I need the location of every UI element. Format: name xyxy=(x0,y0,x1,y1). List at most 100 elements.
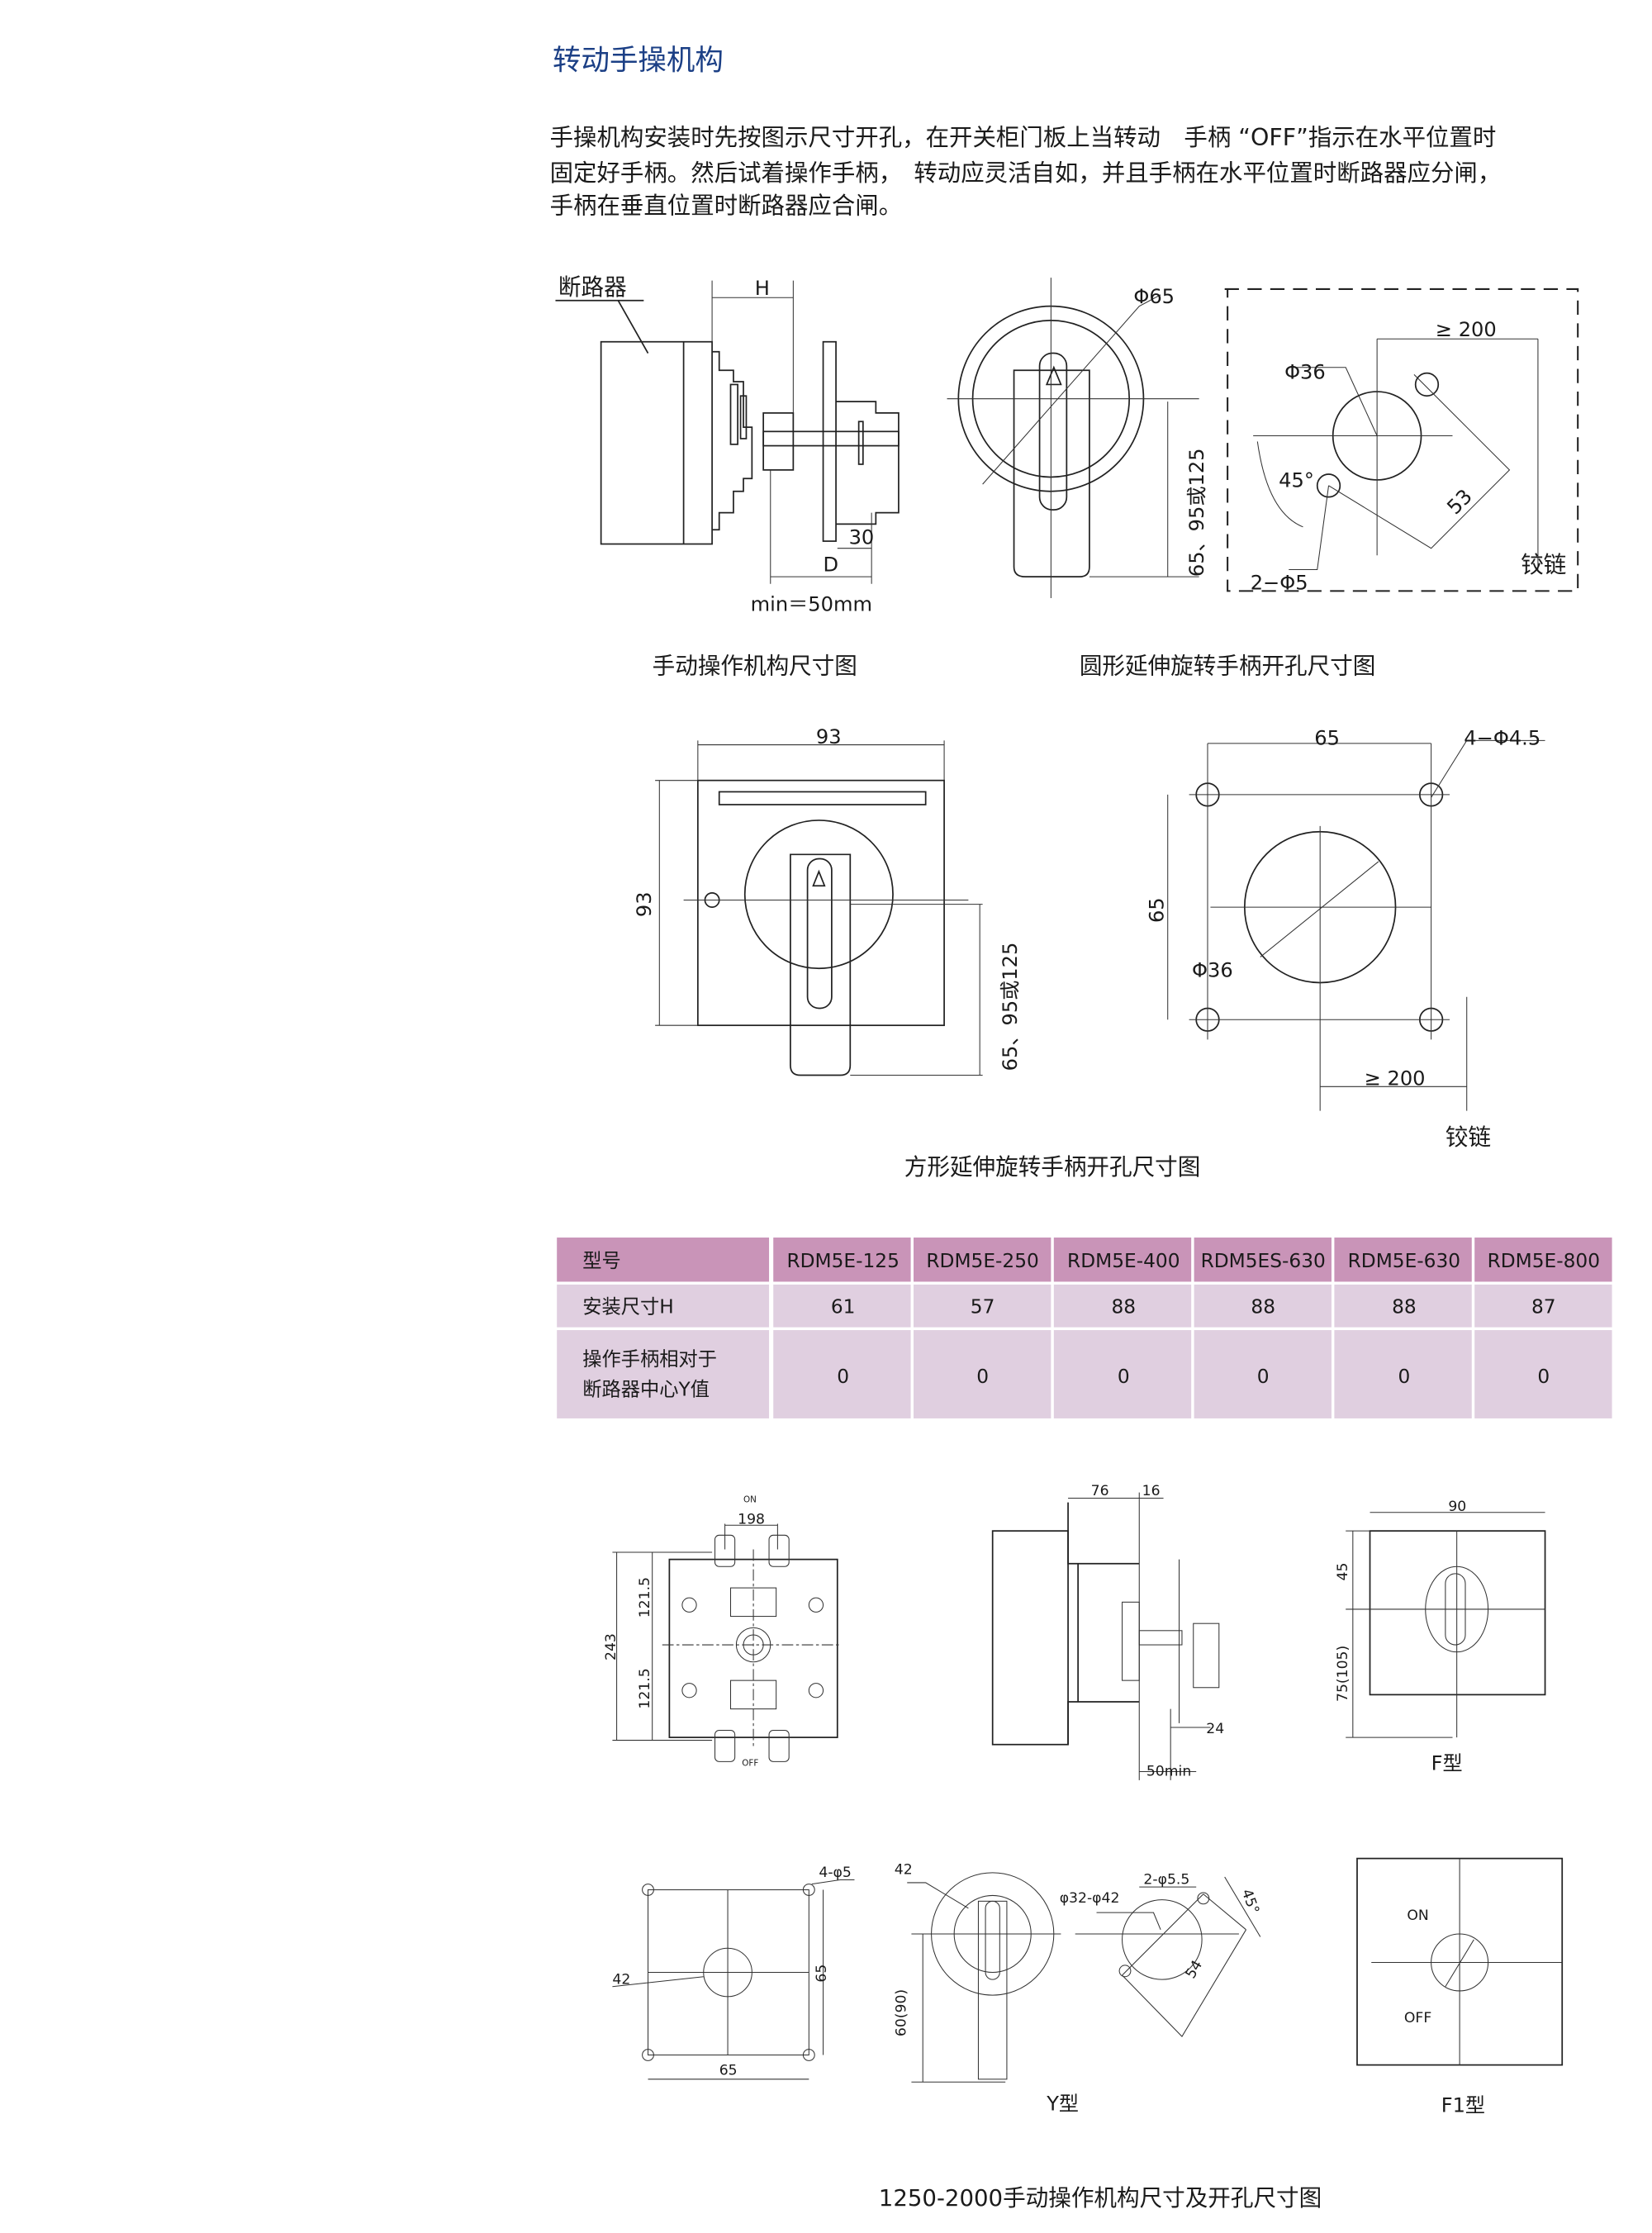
table-cell-bg xyxy=(1474,1284,1612,1328)
hinge-label-2: 铰链 xyxy=(1446,1124,1491,1151)
table-cell-bg xyxy=(773,1330,911,1418)
table-header-model: 型号 xyxy=(582,1250,621,1272)
dim-93-height: 93 xyxy=(633,891,656,917)
manual-mechanism-drawing: 断路器 H D 30 min＝50mm 手动操作机构尺寸图 xyxy=(555,273,900,679)
dim-50min: 50min xyxy=(1146,1764,1191,1780)
dim-53: 53 xyxy=(1442,485,1477,520)
table-cell-bg xyxy=(1053,1330,1192,1418)
f1-type-label: F1型 xyxy=(1441,2093,1485,2117)
y-type-label: Y型 xyxy=(1046,2093,1079,2116)
table-cell-bg xyxy=(914,1238,1051,1282)
page-title: 转动手操机构 xyxy=(553,44,724,77)
dim-2-phi5-5: 2-φ5.5 xyxy=(1143,1872,1189,1889)
dim-42-cutout: 42 xyxy=(612,1971,630,1988)
table-cell-bg xyxy=(1194,1330,1332,1418)
dim-d: D xyxy=(824,553,839,576)
row-label-h: 安装尺寸H xyxy=(582,1295,674,1318)
round-handle-drawing: Φ65 65、95或125 ≥ 200 Φ36 45° 53 2−Φ5 铰链 圆… xyxy=(947,278,1579,679)
dim-phi36: Φ36 xyxy=(1284,361,1326,384)
f1-off-label: OFF xyxy=(1404,2010,1431,2026)
hinge-label: 铰链 xyxy=(1521,551,1566,578)
breaker-label: 断路器 xyxy=(558,273,627,301)
table-cell-bg xyxy=(1194,1284,1332,1328)
dim-handle-length: 65、95或125 xyxy=(1185,448,1208,577)
dim-16: 16 xyxy=(1142,1483,1161,1499)
table-cell-bg xyxy=(1194,1238,1332,1282)
large-breaker-side-drawing: 76 16 24 50min xyxy=(991,1483,1224,1780)
front-on: ON xyxy=(743,1495,757,1505)
table-header-cell: RDM5E-125 xyxy=(786,1250,899,1272)
paragraph-line-3: 手柄在垂直位置时断路器应合闸。 xyxy=(550,192,903,220)
table-cell-bg xyxy=(1334,1238,1472,1282)
table-cell-bg xyxy=(1474,1238,1612,1282)
dim-4-phi5: 4-φ5 xyxy=(819,1865,851,1881)
table-cell-h: 88 xyxy=(1392,1295,1417,1318)
dim-phi65: Φ65 xyxy=(1133,285,1175,308)
dim-24: 24 xyxy=(1206,1721,1224,1737)
table-cell-h: 61 xyxy=(831,1295,856,1318)
dim-243: 243 xyxy=(603,1633,620,1660)
table-cell-h: 57 xyxy=(971,1295,995,1318)
table-cell-bg xyxy=(914,1284,1051,1328)
dim-45: 45° xyxy=(1279,469,1314,492)
table-header-cell: RDM5ES-630 xyxy=(1201,1250,1326,1272)
dim-198: 198 xyxy=(738,1512,765,1528)
table-cell-y: 0 xyxy=(1398,1366,1410,1388)
large-breaker-front-drawing: ON 198 243 121.5 121.5 OFF xyxy=(603,1495,841,1769)
dim-76: 76 xyxy=(1091,1483,1109,1499)
spec-table: 型号 安装尺寸H 操作手柄相对于 断路器中心Y值 RDM5E-125 RDM5E… xyxy=(557,1238,1612,1418)
figure1-caption: 手动操作机构尺寸图 xyxy=(653,652,857,679)
front-off: OFF xyxy=(742,1759,758,1769)
cut-dim-65-height: 65 xyxy=(1146,897,1169,923)
figure4-caption: 1250-2000手动操作机构尺寸及开孔尺寸图 xyxy=(879,2184,1322,2212)
table-cell-h: 88 xyxy=(1251,1295,1275,1318)
min-50mm-label: min＝50mm xyxy=(751,593,872,616)
table-cell-bg xyxy=(773,1238,911,1282)
figure3-caption: 方形延伸旋转手柄开孔尺寸图 xyxy=(904,1153,1201,1181)
figure2-caption: 圆形延伸旋转手柄开孔尺寸图 xyxy=(1080,652,1376,679)
table-cell-h: 87 xyxy=(1531,1295,1556,1318)
paragraph-line-2: 固定好手柄。然后试着操作手柄， 转动应灵活自如，并且手柄在水平位置时断路器应分闸… xyxy=(550,159,1502,187)
dim-60-90: 60(90) xyxy=(894,1989,910,2036)
square-handle-drawing: 93 93 65、95或125 65 4−Φ4.5 65 Φ36 ≥ 200 铰… xyxy=(633,725,1545,1181)
table-header-cell: RDM5E-250 xyxy=(926,1250,1038,1272)
dim-45-f: 45 xyxy=(1335,1563,1351,1581)
f-type-label: F型 xyxy=(1431,1752,1463,1775)
table-cell-bg xyxy=(773,1284,911,1328)
dim-2-phi5: 2−Φ5 xyxy=(1251,572,1308,595)
cut-dim-phi36: Φ36 xyxy=(1192,959,1233,982)
dim-phi32-42: φ32-φ42 xyxy=(1060,1890,1120,1907)
dim-200: ≥ 200 xyxy=(1436,318,1497,341)
table-header-cell: RDM5E-800 xyxy=(1488,1250,1600,1272)
table-cell-y: 0 xyxy=(1257,1366,1270,1388)
table-cell-bg xyxy=(1474,1330,1612,1418)
table-cell-bg xyxy=(1053,1284,1192,1328)
f1-on-label: ON xyxy=(1407,1908,1428,1924)
table-cell-bg xyxy=(1334,1284,1472,1328)
paragraph-line-1: 手操机构安装时先按图示尺寸开孔，在开关柜门板上当转动 手柄 “OFF”指示在水平… xyxy=(550,124,1497,151)
cut-dim-65-width: 65 xyxy=(1314,727,1340,750)
dim-54: 54 xyxy=(1183,1958,1206,1982)
dim-42-y: 42 xyxy=(895,1862,913,1879)
table-cell-y: 0 xyxy=(1537,1366,1550,1388)
dim-65-cutout-h: 65 xyxy=(719,2063,738,2079)
cutout-drawing: 4-φ5 42 65 65 xyxy=(612,1865,855,2080)
table-cell-bg xyxy=(914,1330,1051,1418)
dim-121-5-lower: 121.5 xyxy=(637,1668,653,1708)
dim-h: H xyxy=(755,277,770,300)
row-label-y-1: 操作手柄相对于 xyxy=(582,1348,717,1371)
dim-45-y: 45° xyxy=(1238,1887,1262,1917)
dim-65-cutout-v: 65 xyxy=(814,1965,830,1983)
table-cell-y: 0 xyxy=(976,1366,989,1388)
dim-30: 30 xyxy=(849,526,875,549)
table-cell-bg xyxy=(1334,1330,1472,1418)
dim-90: 90 xyxy=(1448,1499,1466,1515)
table-cell-y: 0 xyxy=(837,1366,849,1388)
table-cell-bg xyxy=(1053,1238,1192,1282)
table-cell-h: 88 xyxy=(1111,1295,1136,1318)
table-cell-y: 0 xyxy=(1118,1366,1130,1388)
y-type-drawing: 42 60(90) φ32-φ42 2-φ5.5 45° 54 Y型 xyxy=(894,1862,1262,2116)
cut-dim-200: ≥ 200 xyxy=(1365,1067,1426,1090)
table-header-cell: RDM5E-400 xyxy=(1067,1250,1180,1272)
